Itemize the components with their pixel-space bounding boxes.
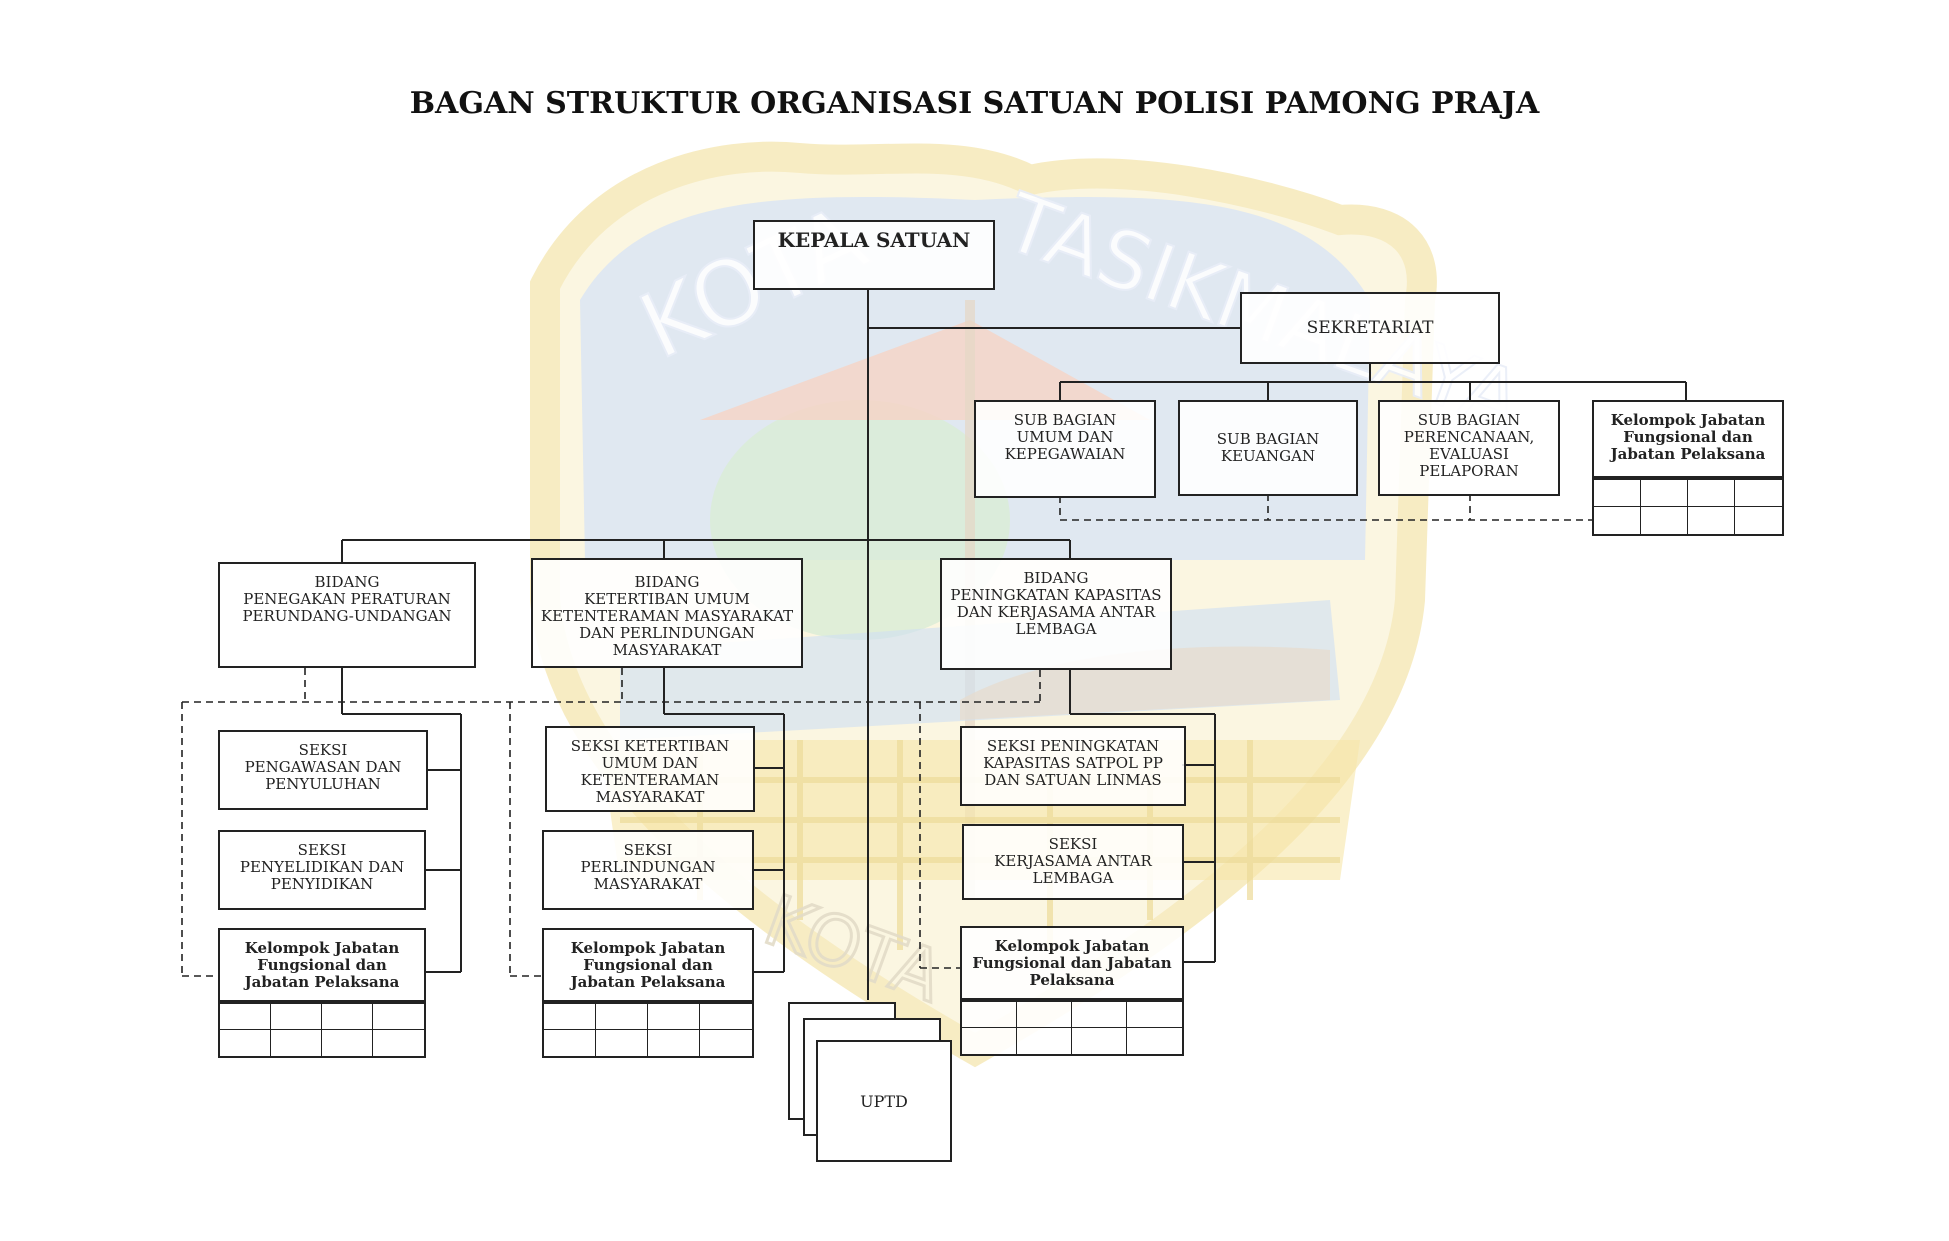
node-seksi-penyelidikan: SEKSI PENYELIDIKAN DAN PENYIDIKAN	[218, 830, 426, 910]
node-sekretariat: SEKRETARIAT	[1240, 292, 1500, 364]
node-kjf-bidang-2: Kelompok Jabatan Fungsional dan Jabatan …	[542, 928, 754, 1002]
kjf-bidang-1-grid	[218, 1002, 426, 1058]
node-seksi-peningkatan-kapasitas: SEKSI PENINGKATAN KAPASITAS SATPOL PP DA…	[960, 726, 1186, 806]
node-kjf-bidang-1: Kelompok Jabatan Fungsional dan Jabatan …	[218, 928, 426, 1002]
node-sub-bagian-umum: SUB BAGIAN UMUM DAN KEPEGAWAIAN	[974, 400, 1156, 498]
node-sub-bagian-keuangan: SUB BAGIAN KEUANGAN	[1178, 400, 1358, 496]
node-kjf-bidang-3: Kelompok Jabatan Fungsional dan Jabatan …	[960, 926, 1184, 1000]
node-bidang-penegakan: BIDANG PENEGAKAN PERATURAN PERUNDANG-UND…	[218, 562, 476, 668]
node-seksi-pengawasan: SEKSI PENGAWASAN DAN PENYULUHAN	[218, 730, 428, 810]
node-bidang-ketertiban: BIDANG KETERTIBAN UMUM KETENTERAMAN MASY…	[531, 558, 803, 668]
kjf-bidang-2-grid	[542, 1002, 754, 1058]
kjf-bidang-3-grid	[960, 1000, 1184, 1056]
node-uptd: UPTD	[816, 1040, 952, 1162]
kjf-sekretariat-grid	[1592, 478, 1784, 536]
node-seksi-kerjasama: SEKSI KERJASAMA ANTAR LEMBAGA	[962, 824, 1184, 900]
node-kepala-satuan: KEPALA SATUAN	[753, 220, 995, 290]
node-sub-bagian-perencanaan: SUB BAGIAN PERENCANAAN, EVALUASI PELAPOR…	[1378, 400, 1560, 496]
node-seksi-perlindungan: SEKSI PERLINDUNGAN MASYARAKAT	[542, 830, 754, 910]
node-seksi-ketertiban-umum: SEKSI KETERTIBAN UMUM DAN KETENTERAMAN M…	[545, 726, 755, 812]
node-kjf-sekretariat: Kelompok Jabatan Fungsional dan Jabatan …	[1592, 400, 1784, 478]
node-bidang-peningkatan: BIDANG PENINGKATAN KAPASITAS DAN KERJASA…	[940, 558, 1172, 670]
chart-title: BAGAN STRUKTUR ORGANISASI SATUAN POLISI …	[409, 86, 1540, 121]
